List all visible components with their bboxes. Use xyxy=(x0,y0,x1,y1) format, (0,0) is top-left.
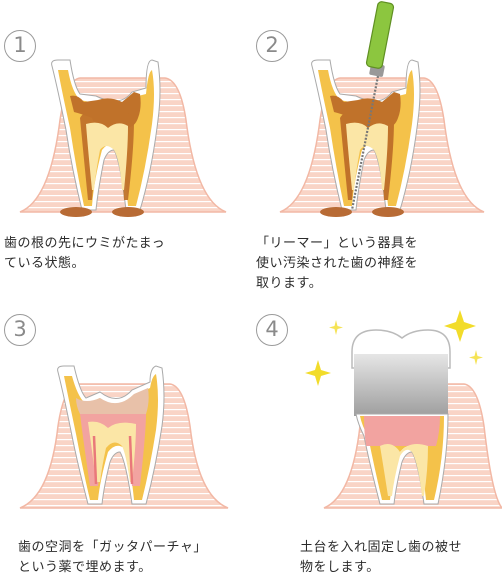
step-number-badge: 4 xyxy=(256,314,288,346)
step-2-panel: 2 「リーマー」という器具を 使い汚染された歯の神経を 取ります。 xyxy=(252,0,502,291)
pus-pocket-left xyxy=(320,207,352,217)
gutta-percha-points xyxy=(92,435,134,485)
filled-canal xyxy=(380,444,428,496)
step-4-panel: 4 土台を入れ固定し歯の被せ 物をします。 xyxy=(252,286,502,575)
step-number-badge: 1 xyxy=(4,30,36,62)
step-caption: 「リーマー」という器具を 使い汚染された歯の神経を 取ります。 xyxy=(256,236,419,291)
tooth-crown-illustration xyxy=(305,310,502,509)
sparkle-icon xyxy=(305,310,483,386)
step-caption: 歯の空洞を「ガッタパーチャ」 という薬で埋めます。 xyxy=(18,540,207,575)
pus-pocket-right xyxy=(372,207,404,217)
step-number-badge: 3 xyxy=(4,314,36,346)
step-number-badge: 2 xyxy=(256,30,288,62)
filled-canal xyxy=(88,421,136,482)
post-core xyxy=(364,416,440,446)
tooth-reamer-illustration xyxy=(279,1,485,217)
step-3-panel: 3 歯の空洞を「ガッタパーチャ」 という薬で埋めます。 xyxy=(0,286,250,575)
reamer-instrument xyxy=(350,1,395,211)
tooth-abscess-illustration xyxy=(19,59,227,217)
pulp-chamber xyxy=(86,122,128,190)
pus-pocket-left xyxy=(60,207,92,217)
step-1-panel: 1 歯の根の先にウミがたまっ ている状態。 xyxy=(0,0,250,286)
pus-pocket-right xyxy=(112,207,144,217)
cleaned-cavity xyxy=(76,388,149,414)
pulp-chamber xyxy=(346,122,388,190)
step-caption: 土台を入れ固定し歯の被せ 物をします。 xyxy=(300,540,463,575)
step-caption: 歯の根の先にウミがたまっ ている状態。 xyxy=(4,236,166,271)
tooth-gutta-percha-illustration xyxy=(19,365,229,509)
crown-metal xyxy=(354,354,448,416)
